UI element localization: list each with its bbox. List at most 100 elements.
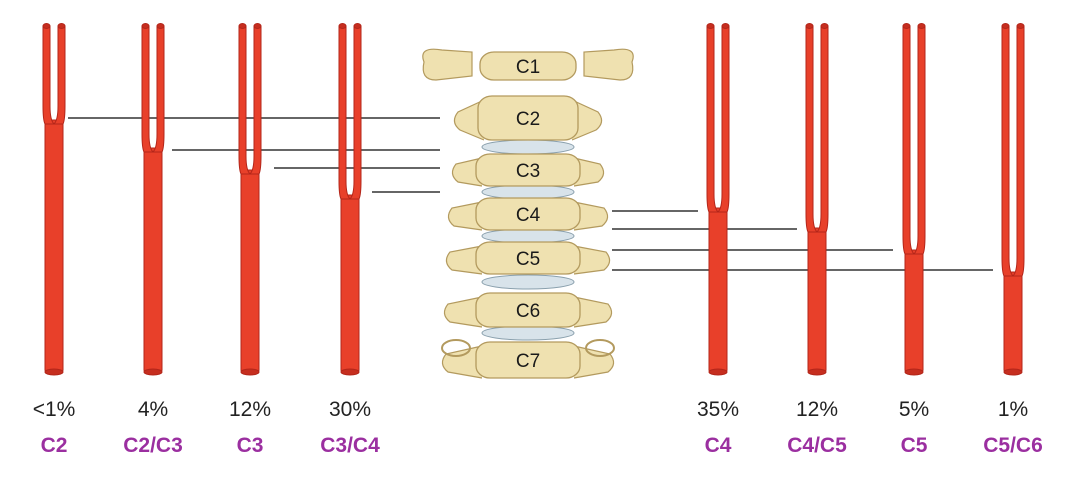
vessel-lumen	[1016, 23, 1025, 29]
variant-percentage: <1%	[32, 398, 76, 421]
variant-percentage: 35%	[696, 398, 740, 421]
intervertebral-disc	[481, 228, 575, 244]
vertebra-c4: C4	[447, 197, 609, 231]
vertebra-label: C2	[516, 109, 540, 130]
external-carotid-branch	[151, 25, 165, 153]
vessel-lumen	[805, 23, 814, 29]
vertebral-body	[475, 341, 581, 379]
vessel-lumen	[1001, 23, 1010, 29]
variant-level: C3	[236, 434, 264, 457]
vertebra-c3: C3	[451, 153, 605, 187]
vessel-lumen	[820, 23, 829, 29]
vessel-lumen	[238, 23, 247, 29]
transverse-process	[447, 201, 483, 231]
external-carotid-branch	[348, 25, 362, 200]
vessel-lumen	[156, 23, 165, 29]
vessel-lumen	[340, 368, 360, 376]
common-carotid-trunk	[708, 207, 728, 373]
internal-carotid-branch	[238, 25, 252, 175]
transverse-process	[443, 296, 483, 328]
transverse-process	[453, 99, 485, 141]
carotid-artery	[1001, 23, 1025, 376]
variant-percentage: 12%	[795, 398, 839, 421]
variant-level: C4	[704, 434, 732, 457]
vessel-lumen	[42, 23, 51, 29]
external-carotid-branch	[52, 25, 66, 125]
vertebra-c7: C7	[441, 339, 615, 379]
variant-level: C2/C3	[123, 434, 183, 457]
common-carotid-trunk	[143, 147, 163, 373]
variant-level: C2	[40, 434, 68, 457]
transverse-process	[422, 48, 473, 81]
vertebra-label: C3	[516, 161, 540, 182]
common-carotid-trunk	[240, 169, 260, 373]
vessel-lumen	[253, 23, 262, 29]
transverse-process	[573, 296, 613, 328]
vertebra-label: C4	[516, 205, 541, 226]
internal-carotid-branch	[1001, 25, 1015, 277]
carotid-artery	[338, 23, 362, 376]
transverse-foramen	[441, 339, 471, 357]
intervertebral-disc	[481, 274, 575, 290]
variant-percentage: 5%	[898, 398, 930, 421]
vertebra-c1: C1	[422, 48, 634, 81]
vertebral-body	[475, 241, 581, 275]
external-carotid-branch	[716, 25, 730, 213]
variant-level: C3/C4	[320, 434, 380, 457]
transverse-process	[573, 201, 609, 231]
intervertebral-disc	[481, 184, 575, 200]
carotid-artery	[238, 23, 262, 376]
intervertebral-disc	[481, 139, 575, 155]
transverse-process	[445, 245, 483, 275]
intervertebral-disc	[481, 325, 575, 341]
vertebral-body	[475, 153, 581, 187]
vessel-lumen	[917, 23, 926, 29]
transverse-process	[573, 245, 611, 275]
vessel-lumen	[141, 23, 150, 29]
vertebral-body	[479, 51, 577, 81]
carotid-artery	[141, 23, 165, 376]
internal-carotid-branch	[42, 25, 56, 125]
vessel-lumen	[353, 23, 362, 29]
internal-carotid-branch	[706, 25, 720, 213]
vertebra-label: C7	[516, 351, 540, 372]
external-carotid-branch	[248, 25, 262, 175]
internal-carotid-branch	[805, 25, 819, 233]
vessel-lumen	[708, 368, 728, 376]
transverse-foramen	[585, 339, 615, 357]
carotid-artery	[805, 23, 829, 376]
common-carotid-trunk	[904, 249, 924, 373]
transverse-process	[583, 48, 634, 81]
transverse-process	[573, 157, 605, 187]
transverse-process	[451, 157, 483, 187]
vertebral-body	[475, 292, 581, 328]
vertebra-label: C5	[516, 249, 540, 270]
common-carotid-trunk	[807, 227, 827, 373]
vessel-lumen	[143, 368, 163, 376]
vertebra-label: C1	[516, 57, 540, 78]
internal-carotid-branch	[141, 25, 155, 153]
vessel-lumen	[338, 23, 347, 29]
external-carotid-branch	[912, 25, 926, 255]
carotid-artery	[42, 23, 66, 376]
variant-percentage: 4%	[137, 398, 169, 421]
carotid-artery	[902, 23, 926, 376]
external-carotid-branch	[1011, 25, 1025, 277]
vertebra-c5: C5	[445, 241, 611, 275]
vertebral-body	[475, 197, 581, 231]
external-carotid-branch	[815, 25, 829, 233]
vessel-lumen	[902, 23, 911, 29]
common-carotid-trunk	[340, 194, 360, 373]
common-carotid-trunk	[1003, 271, 1023, 373]
variant-level: C4/C5	[787, 434, 847, 457]
variant-level: C5/C6	[983, 434, 1043, 457]
vessel-lumen	[904, 368, 924, 376]
vessel-lumen	[721, 23, 730, 29]
common-carotid-trunk	[44, 119, 64, 373]
carotid-artery	[706, 23, 730, 376]
variant-level: C5	[900, 434, 928, 457]
transverse-process	[571, 99, 603, 141]
